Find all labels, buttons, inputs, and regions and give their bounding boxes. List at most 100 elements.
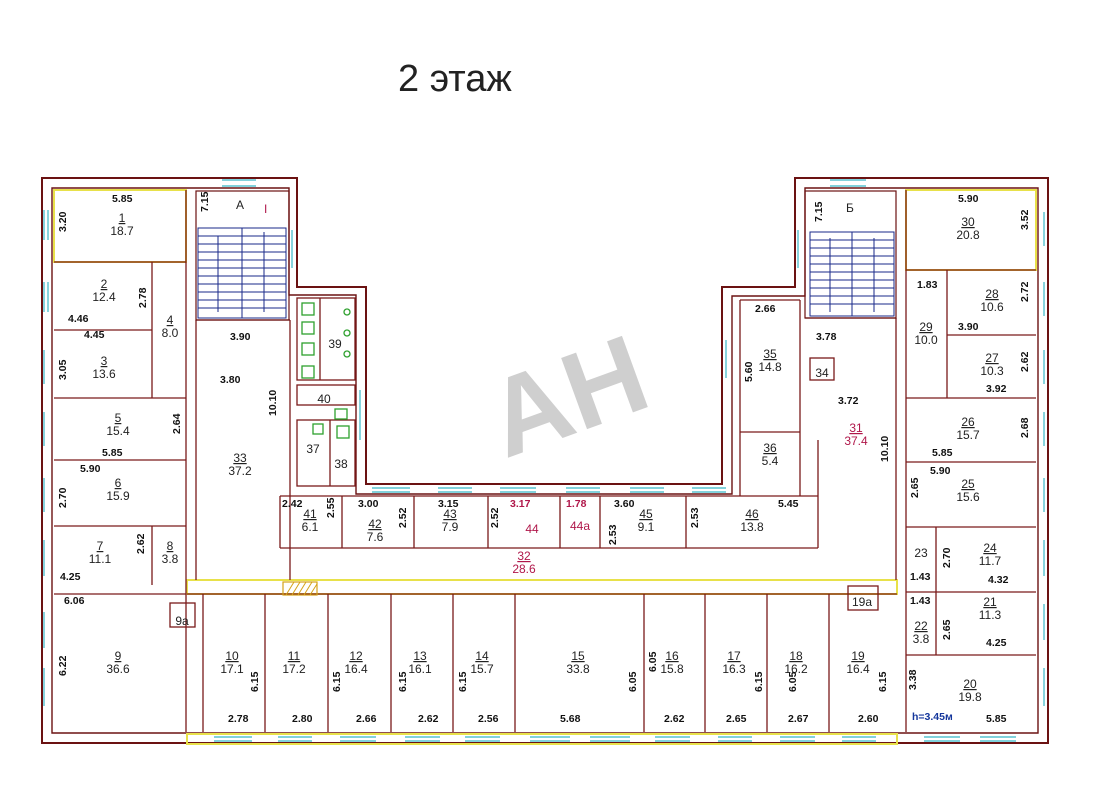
windows [43, 179, 1045, 742]
room-number: 40 [317, 392, 331, 406]
dimension-label: 2.67 [788, 713, 809, 725]
room-44а: 44а [570, 519, 590, 533]
room-number: 4 [167, 313, 174, 327]
dimension-label: 5.90 [930, 465, 951, 477]
dimension-label: 3.00 [358, 498, 379, 510]
bottom-rooms-partitions [187, 585, 897, 732]
dimension-label: 6.06 [64, 595, 85, 607]
dimension-label: 6.15 [249, 671, 261, 692]
room-2: 212.4 [92, 277, 116, 304]
room-area: 16.4 [344, 662, 368, 676]
dimension-label: 6.15 [457, 671, 469, 692]
dimension-label: 2.66 [755, 303, 776, 315]
room-43: 437.9 [442, 507, 459, 534]
room-area: 37.2 [228, 464, 252, 478]
room-45: 459.1 [638, 507, 655, 534]
room-number: 37 [306, 442, 320, 456]
room-41: 416.1 [302, 507, 319, 534]
room-number: 31 [849, 421, 863, 435]
hatch-lines [285, 581, 318, 596]
dimension-label: 3.90 [958, 321, 979, 333]
dimension-label: 3.52 [1019, 209, 1031, 230]
room-area: 15.4 [106, 424, 130, 438]
room-number: 44а [570, 519, 590, 533]
room-number: 34 [815, 366, 829, 380]
room-3: 313.6 [92, 354, 116, 381]
dimension-label: 4.25 [986, 637, 1007, 649]
room-area: 5.4 [762, 454, 779, 468]
room-number: 22 [914, 619, 928, 633]
room-area: 16.3 [722, 662, 746, 676]
room-number: 42 [368, 517, 382, 531]
room-area: 14.8 [758, 360, 782, 374]
room-area: 11.7 [979, 554, 1002, 568]
room-number: 5 [115, 411, 122, 425]
dimension-label: 4.25 [60, 571, 81, 583]
room-number: 13 [413, 649, 427, 663]
dimension-label: 5.60 [743, 361, 755, 382]
room-area: 9.1 [638, 520, 655, 534]
dimension-label: 10.10 [267, 390, 279, 416]
room-number: 38 [334, 457, 348, 471]
dimension-label: 5.90 [958, 193, 979, 205]
room-area: 15.6 [956, 490, 980, 504]
dimension-label: 5.85 [102, 447, 123, 459]
dimension-label: 2.62 [418, 713, 439, 725]
dimension-label: 4.45 [84, 329, 105, 341]
stair-a-mark: I [264, 202, 267, 216]
dimension-label: 3.05 [57, 359, 69, 380]
dimension-label: 3.90 [230, 331, 251, 343]
room-number: 44 [525, 522, 539, 536]
room-area: 11.1 [89, 552, 112, 566]
room-number: 46 [745, 507, 759, 521]
dimension-label: 3.92 [986, 383, 1007, 395]
room-area: 15.8 [660, 662, 684, 676]
room-9а: 9а [175, 614, 189, 628]
room-4: 48.0 [162, 313, 179, 340]
room-number: 17 [727, 649, 741, 663]
watermark-text: AH [472, 311, 663, 481]
room-5: 515.4 [106, 411, 130, 438]
room-number: 21 [983, 595, 997, 609]
room-area: 12.4 [92, 290, 116, 304]
room-number: 20 [963, 677, 977, 691]
dimension-label: 2.70 [941, 547, 953, 568]
room-number: 45 [639, 507, 653, 521]
dimension-label: 2.68 [1019, 417, 1031, 438]
dimension-label: 2.60 [858, 713, 879, 725]
room-area: 37.4 [844, 434, 868, 448]
room-area: 16.4 [846, 662, 870, 676]
dimension-label: 6.05 [627, 671, 639, 692]
dimension-label: 2.62 [664, 713, 685, 725]
room-7: 711.1 [89, 539, 112, 566]
dimension-label: 2.52 [397, 507, 409, 528]
room-number: 28 [985, 287, 999, 301]
dimension-label: 7.15 [813, 201, 825, 222]
room-36: 365.4 [762, 441, 779, 468]
dimension-label: 2.53 [607, 524, 619, 545]
toilet-icon [301, 302, 351, 439]
dimension-label: 6.05 [787, 671, 799, 692]
dimension-label: 7.15 [199, 191, 211, 212]
room-number: 35 [763, 347, 777, 361]
dimension-label: 2.66 [356, 713, 377, 725]
room-number: 39 [328, 337, 342, 351]
stair-right [804, 190, 897, 319]
room-area: 10.3 [980, 364, 1004, 378]
room-number: 43 [443, 507, 457, 521]
